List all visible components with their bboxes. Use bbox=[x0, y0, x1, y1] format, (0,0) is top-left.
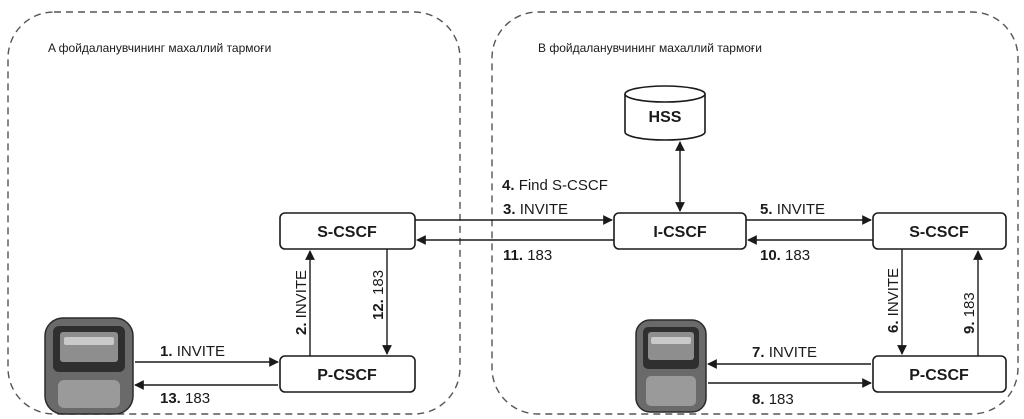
p-cscf-a-label: P-CSCF bbox=[317, 367, 377, 384]
msg-7: 7. INVITE bbox=[752, 344, 817, 361]
network-a-title: A фойдаланувчининг махаллий тармоғи bbox=[48, 41, 271, 55]
msg-2: 2. INVITE bbox=[293, 270, 310, 335]
network-a-boundary bbox=[7, 11, 461, 415]
s-cscf-b-node: S-CSCF bbox=[872, 212, 1007, 250]
p-cscf-b-node: P-CSCF bbox=[872, 355, 1007, 393]
msg-3: 3. INVITE bbox=[503, 201, 568, 218]
msg-8: 8. 183 bbox=[752, 391, 794, 408]
msg-10: 10. 183 bbox=[760, 247, 810, 264]
msg-12: 12. 183 bbox=[370, 270, 387, 320]
i-cscf-label: I-CSCF bbox=[653, 224, 707, 241]
phone-b-icon bbox=[635, 319, 707, 413]
msg-9: 9. 183 bbox=[961, 292, 978, 334]
hss-label: HSS bbox=[649, 109, 682, 126]
msg-5: 5. INVITE bbox=[760, 201, 825, 218]
p-cscf-b-label: P-CSCF bbox=[909, 367, 969, 384]
s-cscf-b-label: S-CSCF bbox=[909, 224, 969, 241]
msg-4: 4. Find S-CSCF bbox=[502, 177, 608, 194]
msg-6: 6. INVITE bbox=[885, 268, 902, 333]
database-icon bbox=[624, 85, 706, 141]
network-b-boundary bbox=[491, 11, 1019, 415]
i-cscf-node: I-CSCF bbox=[613, 212, 747, 250]
msg-11: 11. 183 bbox=[503, 247, 552, 264]
p-cscf-a-node: P-CSCF bbox=[279, 355, 416, 393]
s-cscf-a-label: S-CSCF bbox=[317, 224, 377, 241]
phone-a-icon bbox=[44, 317, 134, 415]
msg-13: 13. 183 bbox=[160, 390, 210, 407]
msg-1: 1. INVITE bbox=[160, 343, 225, 360]
network-b-title: B фойдаланувчининг махаллий тармоғи bbox=[538, 41, 762, 55]
s-cscf-a-node: S-CSCF bbox=[279, 212, 416, 250]
